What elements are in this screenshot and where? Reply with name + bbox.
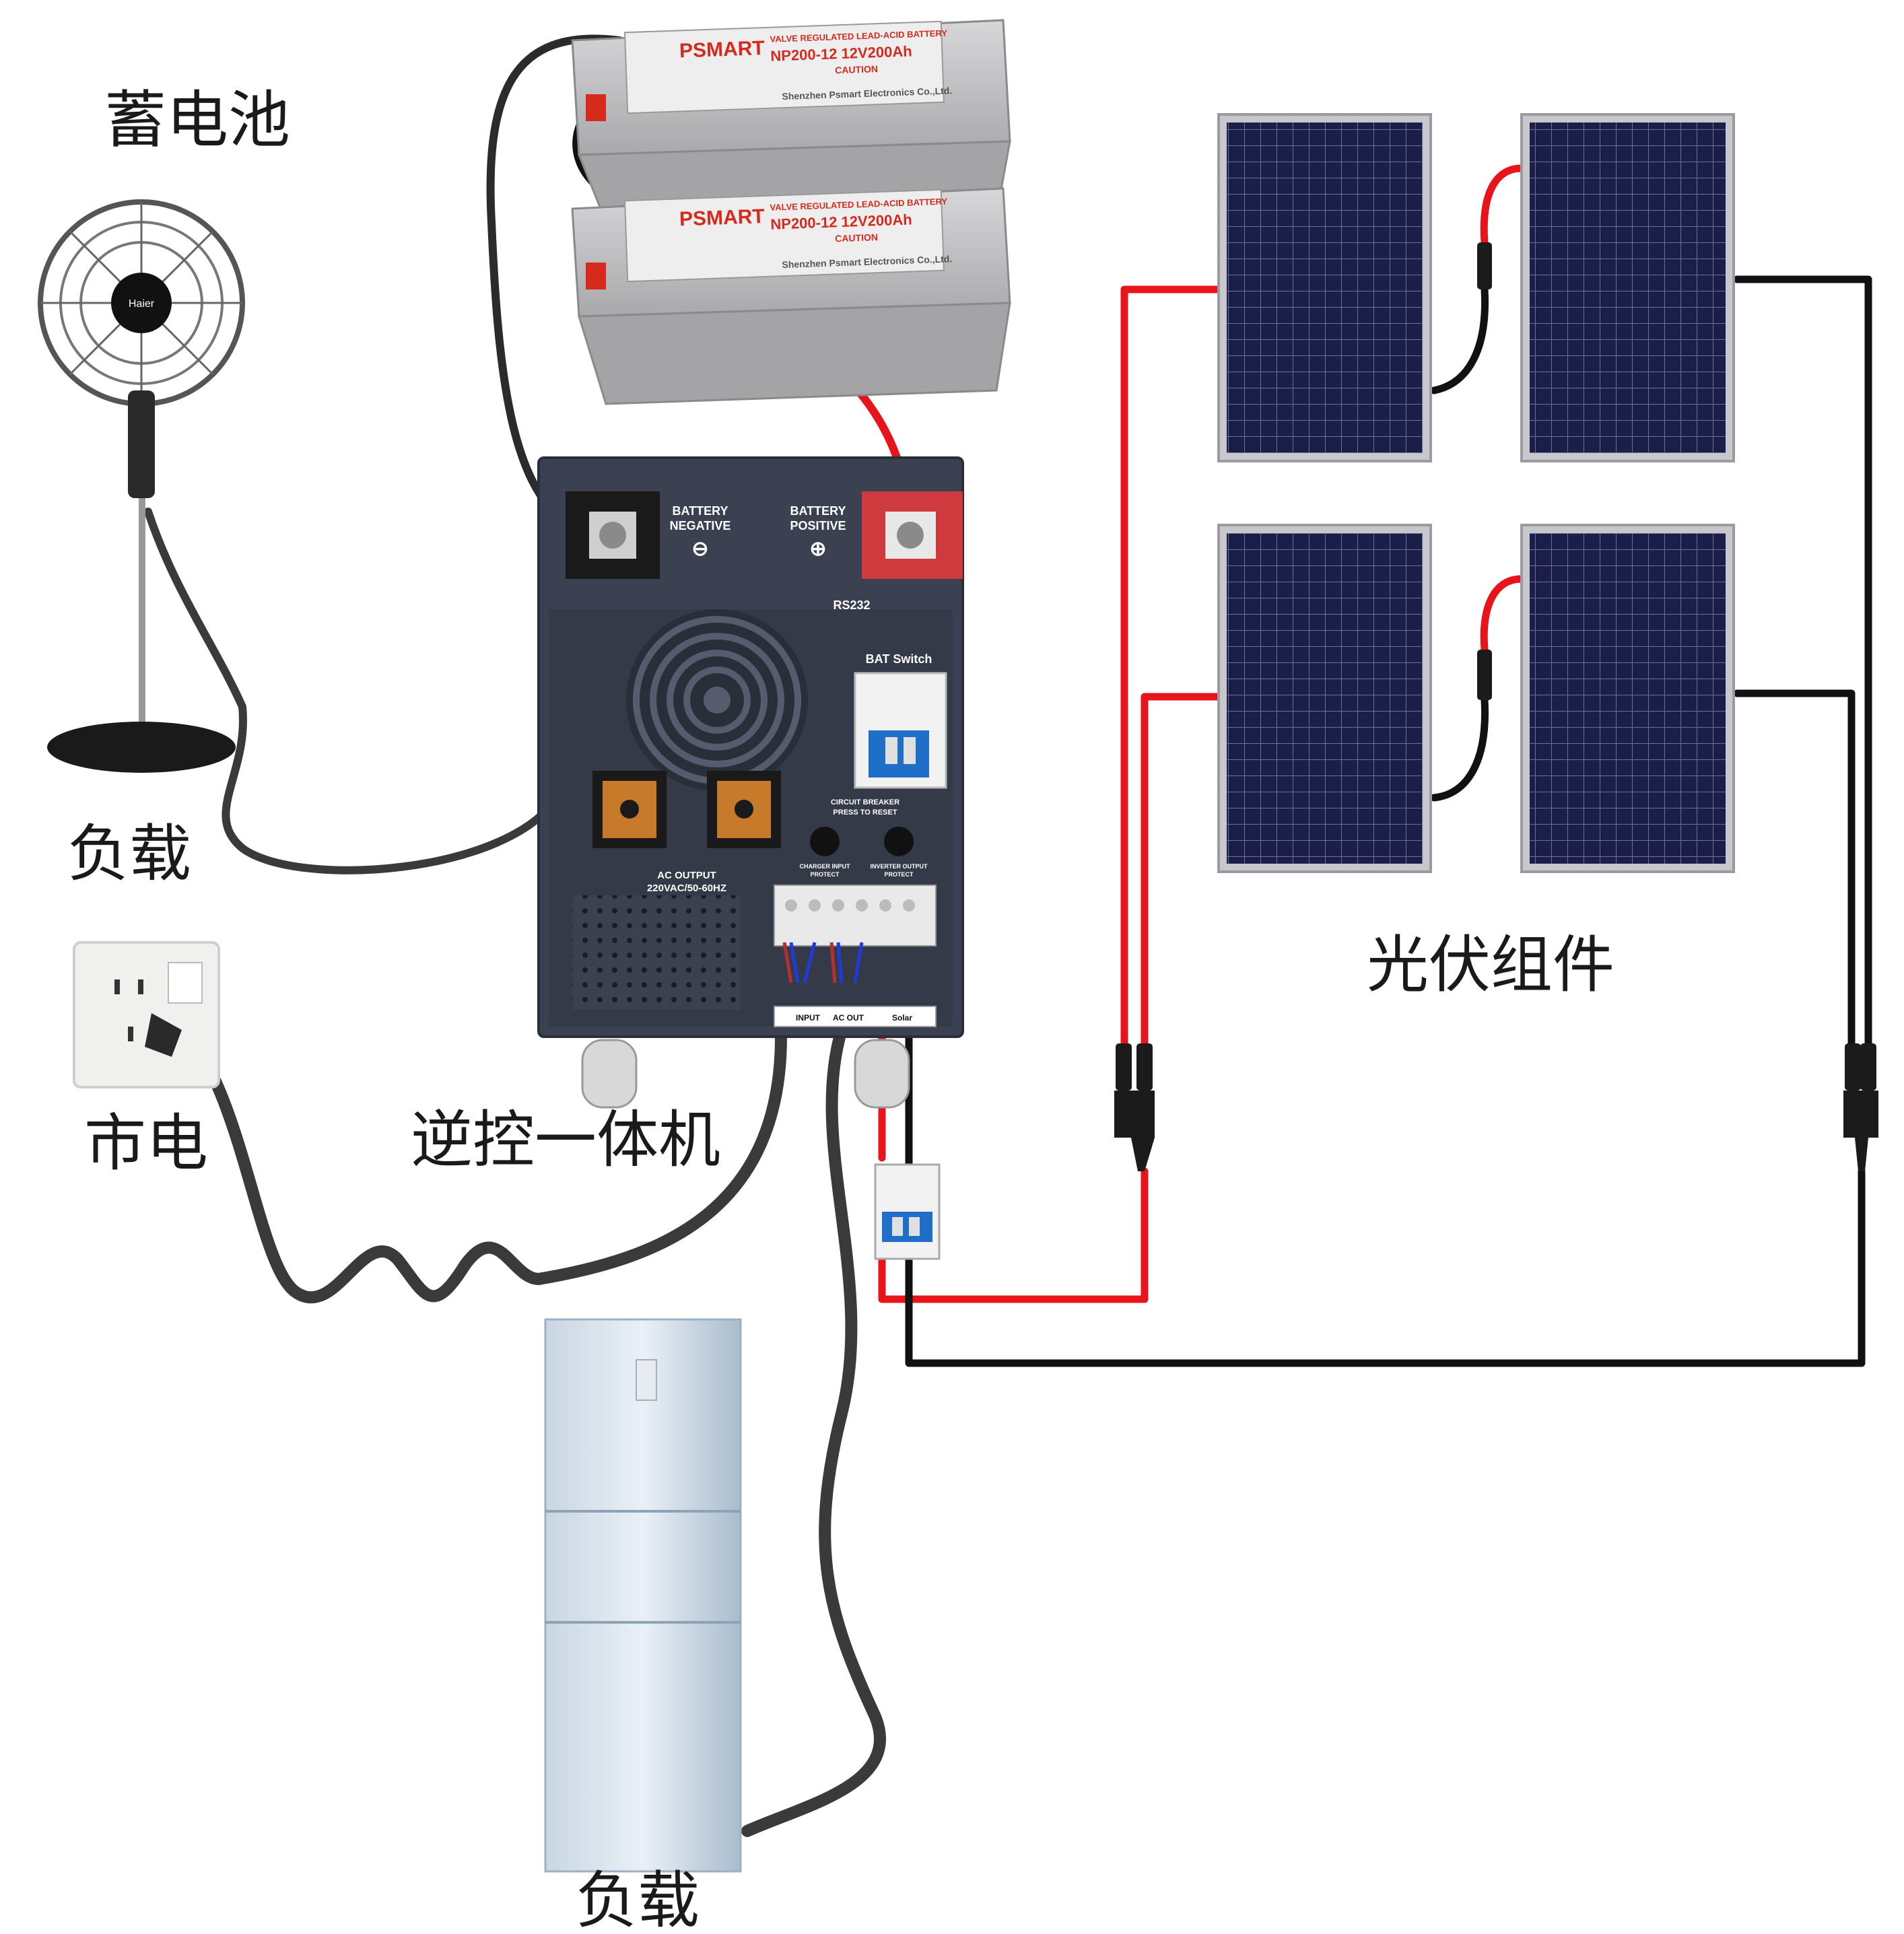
fan-load-label: 负载 xyxy=(67,818,191,890)
solar-panel xyxy=(1520,113,1735,462)
mc4-y-branch-positive xyxy=(1114,1091,1155,1171)
pv-dc-breaker xyxy=(874,1163,941,1260)
cooling-fan xyxy=(626,609,808,791)
fridge-load-label: 负载 xyxy=(576,1865,700,1934)
rs232-label: RS232 xyxy=(833,598,870,612)
inverter-protect-label: INVERTER OUTPUT xyxy=(870,863,928,870)
fridge-display xyxy=(636,1359,657,1401)
plus-symbol: ⊕ xyxy=(809,538,826,560)
battery-brand: PSMART xyxy=(679,37,765,62)
charger-protect-label: CHARGER INPUT xyxy=(799,863,850,870)
battery-terminal-positive xyxy=(586,94,606,121)
bat-switch-label: BAT Switch xyxy=(866,652,932,666)
panel-link-black-top xyxy=(1430,285,1489,394)
solar-array xyxy=(1217,113,1735,873)
inverter-protect-label-2: PROTECT xyxy=(884,871,914,878)
ac-output-socket xyxy=(707,771,781,848)
pv-negative-wire-top xyxy=(1733,275,1872,1047)
battery-brand: PSMART xyxy=(679,205,765,230)
battery-positive-label-2: POSITIVE xyxy=(790,519,846,532)
mains-power-cord xyxy=(169,1017,787,1304)
mc4-connector xyxy=(1845,1043,1861,1091)
inverter-controller: BATTERY NEGATIVE ⊖ BATTERY POSITIVE ⊕ RS… xyxy=(537,456,964,1109)
battery-negative-label: BATTERY xyxy=(673,504,728,518)
panel-link-red-top xyxy=(1480,164,1526,246)
battery-positive-label: BATTERY xyxy=(790,504,846,518)
pv-negative-return xyxy=(905,938,1866,1367)
solar-panel xyxy=(1217,113,1432,462)
fan-brand: Haier xyxy=(129,298,155,310)
terminal-block xyxy=(774,885,937,946)
mains-label: 市电 xyxy=(84,1107,208,1179)
wiring xyxy=(144,34,1872,1837)
circuit-breaker-label: CIRCUIT BREAKER xyxy=(831,798,899,806)
inverter-label: 逆控一体机 xyxy=(411,1104,720,1176)
mc4-connector xyxy=(1477,650,1492,700)
inverter-breaker-button xyxy=(884,827,914,856)
battery-terminal-positive xyxy=(586,263,606,289)
battery-caution: CAUTION xyxy=(835,63,878,75)
charger-breaker-button xyxy=(810,827,840,856)
ac-output-label: AC OUTPUT xyxy=(657,870,716,881)
terminal-input-label: INPUT xyxy=(796,1013,821,1023)
standing-fan: Haier xyxy=(38,199,245,773)
mc4-y-branch-negative xyxy=(1843,1091,1878,1171)
minus-symbol: ⊖ xyxy=(691,538,708,560)
vent-grille xyxy=(572,895,741,1010)
refrigerator xyxy=(544,1318,742,1873)
mc4-connectors xyxy=(1114,242,1878,1171)
fan-power-cord xyxy=(144,508,563,874)
circuit-breaker-reset: PRESS TO RESET xyxy=(833,808,897,817)
mc4-connector xyxy=(1860,1043,1876,1091)
pv-positive-to-breaker xyxy=(878,1167,1149,1303)
fridge-power-cord xyxy=(741,1024,886,1837)
caster-wheel xyxy=(581,1039,638,1109)
pv-negative-wire-bottom xyxy=(1733,689,1856,1047)
pv-modules-label: 光伏组件 xyxy=(1367,929,1614,1001)
mc4-connector xyxy=(1116,1043,1132,1091)
battery-bank: PSMART VALVE REGULATED LEAD-ACID BATTERY… xyxy=(571,19,1011,405)
panel-link-black-bottom xyxy=(1430,696,1489,802)
pv-positive-wire-bottom xyxy=(1141,693,1223,1047)
solar-panel xyxy=(1520,524,1735,873)
mc4-connector xyxy=(1136,1043,1153,1091)
ac-output-socket xyxy=(592,771,667,848)
battery-top: PSMART VALVE REGULATED LEAD-ACID BATTERY… xyxy=(571,19,1011,223)
mains-wall-socket xyxy=(73,941,220,1089)
pv-positive-wire-top xyxy=(1120,285,1223,1047)
battery-bottom: PSMART VALVE REGULATED LEAD-ACID BATTERY… xyxy=(571,187,1011,405)
solar-panel xyxy=(1217,524,1432,873)
panel-link-red-bottom xyxy=(1480,575,1526,654)
caster-wheel xyxy=(854,1039,910,1109)
ac-output-voltage: 220VAC/50-60HZ xyxy=(647,883,726,894)
mc4-connector xyxy=(1477,242,1492,289)
battery-caution: CAUTION xyxy=(835,232,878,244)
terminal-ac-out-label: AC OUT xyxy=(833,1013,864,1023)
charger-protect-label-2: PROTECT xyxy=(810,871,840,878)
battery-negative-cable xyxy=(486,34,623,536)
battery-negative-label-2: NEGATIVE xyxy=(670,519,731,532)
battery-label: 蓄电池 xyxy=(104,84,290,156)
terminal-solar-label: Solar xyxy=(892,1013,912,1023)
